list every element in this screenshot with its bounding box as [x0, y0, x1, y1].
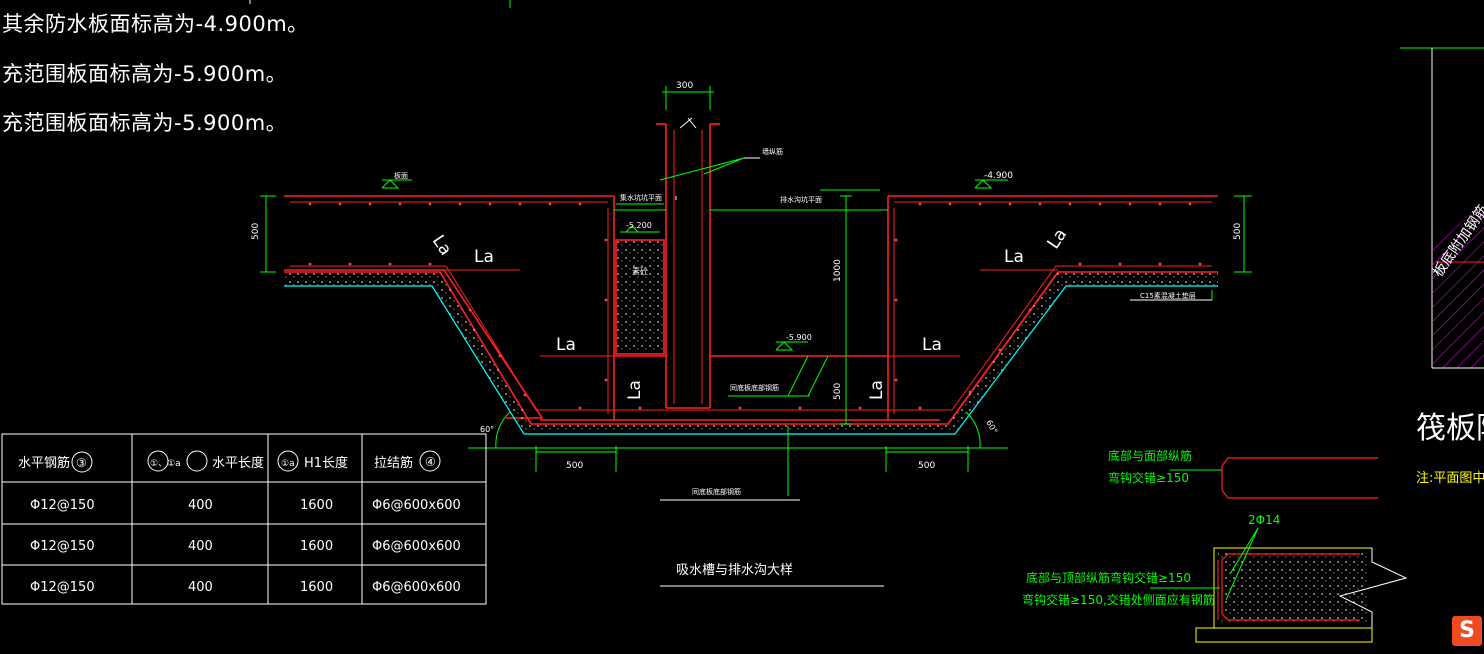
- la-label-5: La: [1004, 247, 1024, 267]
- rebar-dots: [308, 202, 1202, 410]
- right-heading: 筏板附: [1416, 411, 1484, 446]
- table-cell: 1600: [300, 498, 333, 513]
- drawing-title: 吸水槽与排水沟大样: [676, 563, 793, 578]
- rebar-table: [1, 433, 487, 605]
- note-line-3: 充范围板面标高为-5.900m。: [2, 111, 288, 135]
- la-label-1: La: [474, 247, 494, 267]
- watermark-icon: S: [1452, 616, 1482, 646]
- th-h1-length: H1长度: [304, 455, 348, 471]
- label-trench-face: 排水沟坑平面: [780, 195, 822, 204]
- right-section: 板底附加钢筋 筏板附 注:平面图中“ 底部与面部纵筋 弯钩交错≥150 2Φ14…: [1022, 47, 1484, 643]
- table-cell: Φ12@150: [30, 498, 95, 513]
- elev-5900: -5.900: [786, 333, 812, 342]
- right-lap-side: 弯钩交错≥150,交错处侧面应有钢筋: [1022, 592, 1215, 607]
- th-horizontal-length: 水平长度: [212, 455, 264, 471]
- th-circle-1a: ①a: [281, 459, 295, 469]
- dim-500-right: 500: [1233, 223, 1243, 240]
- table-cell: Φ6@600x600: [372, 539, 461, 554]
- la-label-6: La: [1044, 225, 1072, 253]
- th-circle-4: ④: [425, 455, 436, 469]
- label-collect-face: 集水坑坑平面: [620, 193, 662, 202]
- elev-5200: -5.200: [626, 221, 652, 230]
- label-cushion: C15素混凝土垫层: [1140, 291, 1196, 300]
- la-label-3: La: [556, 335, 576, 355]
- angle-left: 60°: [480, 425, 494, 434]
- table-cell: 400: [188, 498, 213, 513]
- table-cell: 1600: [300, 539, 333, 554]
- dimension-lines: [260, 86, 1252, 496]
- table-cell: Φ12@150: [30, 580, 95, 595]
- table-cell: Φ12@150: [30, 539, 95, 554]
- right-2phi14: 2Φ14: [1248, 513, 1280, 527]
- table-cell: Φ6@600x600: [372, 498, 461, 513]
- la-label-4: La: [625, 380, 645, 400]
- table-cell: Φ6@600x600: [372, 580, 461, 595]
- th-tie-rebar: 拉结筋: [374, 455, 413, 471]
- dim-300: 300: [676, 81, 693, 91]
- dim-500-left: 500: [251, 223, 261, 240]
- table-cell: 1600: [300, 580, 333, 595]
- la-label-8: La: [867, 380, 887, 400]
- note-line-1: 其余防水板面标高为-4.900m。: [2, 12, 309, 36]
- th-circle-3: ③: [76, 456, 87, 470]
- label-bottom-rebar-1: 同底板底部钢筋: [730, 383, 779, 392]
- dim-500-bottom-left: 500: [566, 461, 583, 471]
- angle-right: 60°: [984, 419, 999, 436]
- table-cell: 400: [188, 539, 213, 554]
- dim-500-vert: 500: [833, 383, 843, 400]
- cushion-layer: [284, 241, 1218, 435]
- th-horizontal-rebar: 水平钢筋: [18, 455, 70, 471]
- label-bottom-rebar-2: 同底板底部钢筋: [692, 487, 741, 496]
- la-label-2: La: [428, 232, 456, 260]
- right-lap: 弯钩交错≥150: [1108, 470, 1189, 485]
- table-cell: 400: [188, 580, 213, 595]
- label-fill: 素砼: [632, 266, 648, 276]
- right-bottom-top-rebar: 底部与面部纵筋: [1108, 448, 1192, 463]
- elev-top-left: 板面: [394, 171, 408, 180]
- dim-500-bottom-right: 500: [918, 461, 935, 471]
- th-circle-1: ①、①a: [150, 459, 181, 469]
- right-note: 注:平面图中“: [1416, 471, 1484, 486]
- dim-1000: 1000: [833, 259, 843, 282]
- note-line-2: 充范围板面标高为-5.900m。: [2, 62, 288, 86]
- la-label-7: La: [922, 335, 942, 355]
- right-hook-lap: 底部与顶部纵筋弯钩交错≥150: [1026, 570, 1191, 585]
- elev-top-right: -4.900: [984, 171, 1013, 181]
- label-wall-rebar: 墙纵筋: [762, 147, 783, 156]
